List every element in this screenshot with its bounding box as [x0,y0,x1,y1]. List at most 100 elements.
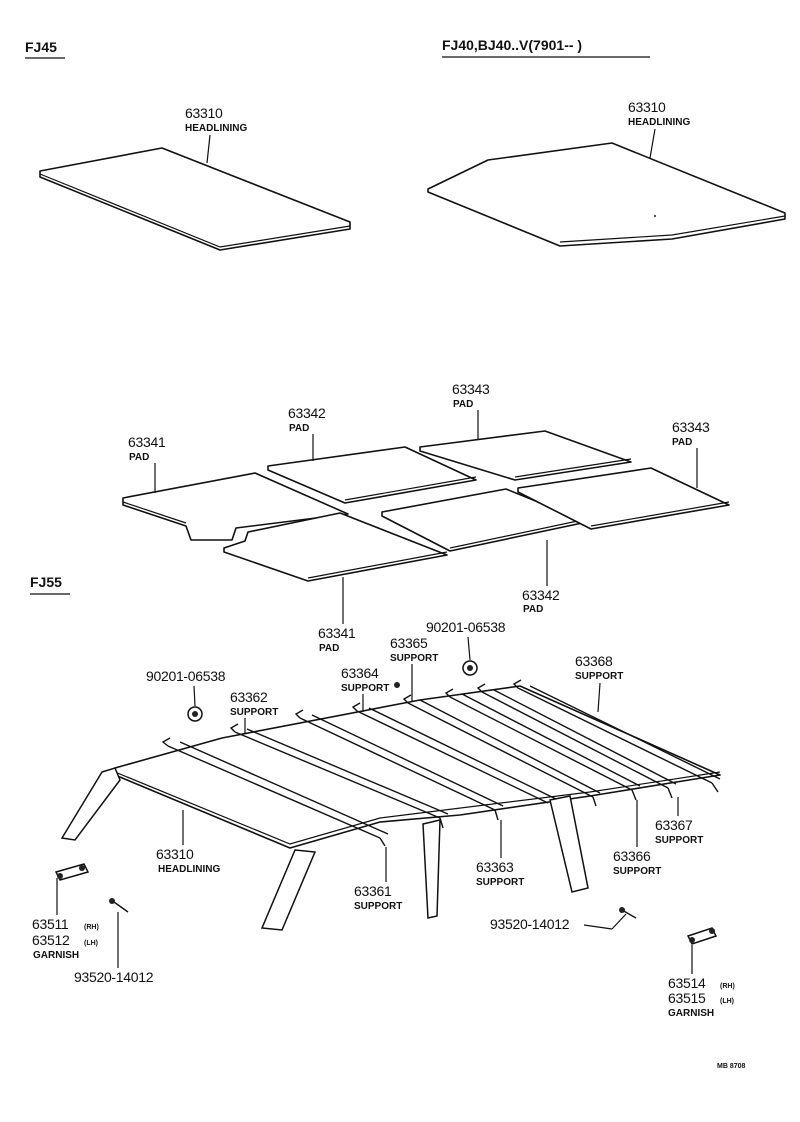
part-number: 63342 [288,405,326,421]
section-label-fj55: FJ55 [30,574,62,590]
part-number-lh: 63512 [32,932,70,948]
pad-63342-lower [381,488,588,552]
part-number: 63366 [613,848,651,864]
part-number: 90201-06538 [426,619,506,635]
callout-support-63364: 63364 SUPPORT [341,665,389,712]
section-label-fj40: FJ40,BJ40..V(7901-- ) [442,37,582,53]
part-name: SUPPORT [476,877,524,888]
headlining-fj45 [39,147,351,251]
part-number: 63367 [655,817,693,833]
part-number: 63341 [318,625,356,641]
rh-label: (RH) [84,924,99,931]
leader-line [649,128,656,159]
part-number: 63361 [354,883,392,899]
callout-pad-63341-left: 63341 PAD [128,434,166,493]
roof-support-bows [161,679,721,847]
part-number: 93520-14012 [74,969,154,985]
part-name: SUPPORT [575,671,623,682]
callout-pad-63343-top: 63343 PAD [452,381,490,440]
callout-pad-63343-right: 63343 PAD [672,419,710,488]
headlining-fj55 [114,685,721,849]
part-number-rh: 63511 [32,916,69,932]
callout-support-63362: 63362 SUPPORT [230,689,278,733]
part-name: PAD [523,604,543,615]
part-number: 63342 [522,587,560,603]
part-number: 63343 [452,381,490,397]
part-number: 63341 [128,434,166,450]
part-number: 63362 [230,689,268,705]
clip-90201-06538-left [187,706,203,722]
clip-small [394,682,400,688]
part-name: SUPPORT [613,866,661,877]
diagram-code: MB 8708 [717,1063,746,1070]
callout-support-63361: 63361 SUPPORT [354,847,402,912]
part-name: SUPPORT [341,683,389,694]
part-name: PAD [672,437,692,448]
part-name: SUPPORT [354,901,402,912]
screw-93520-14012-left [109,898,129,913]
leader-line [206,134,211,164]
lh-label: (LH) [720,998,734,1005]
garnish-63514-63515 [686,927,718,945]
part-name: HEADLINING [628,117,690,128]
part-number: 63310 [185,105,223,121]
section-label-fj45: FJ45 [25,39,57,55]
clip-90201-06538-right [462,660,478,676]
pad-63341-upper [122,472,349,541]
part-name: GARNISH [33,950,79,961]
part-name: PAD [289,423,309,434]
rh-label: (RH) [720,983,735,990]
callout-clip-right: 90201-06538 [426,619,506,661]
part-number-lh: 63515 [668,990,706,1006]
leader-line [467,636,471,661]
part-name: PAD [319,643,339,654]
screw-93520-14012-right [619,907,637,919]
callout-pad-63341-bottom: 63341 PAD [318,577,356,654]
leader-line [611,913,627,930]
part-number: 63365 [390,635,428,651]
pad-63343-right [517,467,730,530]
part-name: SUPPORT [390,653,438,664]
callout-support-63366: 63366 SUPPORT [613,800,661,877]
pad-63341-lower [223,512,448,582]
part-name: SUPPORT [230,707,278,718]
callout-headlining-fj45: 63310 HEADLINING [185,105,247,164]
callout-screw-right: 93520-14012 [490,913,627,932]
callout-screw-left: 93520-14012 [74,912,154,985]
headlining-fj40 [427,142,786,247]
part-number: 63310 [628,99,666,115]
pad-63343-upper [419,430,632,481]
part-number-rh: 63514 [668,975,706,991]
callout-garnish-front: 63511 (RH) 63512 (LH) GARNISH [32,878,99,961]
part-name: HEADLINING [158,864,220,875]
callout-support-63363: 63363 SUPPORT [476,820,524,888]
callout-headlining-fj55: 63310 HEADLINING [156,810,220,875]
callout-support-63367: 63367 SUPPORT [655,797,703,846]
part-name: SUPPORT [655,835,703,846]
part-number: 63368 [575,653,613,669]
lh-label: (LH) [84,940,98,947]
part-number: 63343 [672,419,710,435]
pad-63342-upper [267,446,477,504]
callout-support-63365: 63365 SUPPORT [390,635,438,702]
callout-support-63368: 63368 SUPPORT [575,653,623,713]
part-name: PAD [129,452,149,463]
part-name: HEADLINING [185,123,247,134]
callout-headlining-fj40: 63310 HEADLINING [628,99,690,159]
part-name: PAD [453,399,473,410]
part-number: 63310 [156,846,194,862]
part-number: 93520-14012 [490,916,570,932]
leader-line [583,924,613,930]
garnish-63511-63512 [54,863,90,881]
part-number: 63364 [341,665,379,681]
part-number: 90201-06538 [146,668,226,684]
leader-line [597,682,601,713]
callout-pad-63342-bottom: 63342 PAD [522,540,560,615]
callout-clip-left: 90201-06538 [146,668,226,707]
callout-pad-63342-top: 63342 PAD [288,405,326,461]
callout-garnish-rear: 63514 (RH) 63515 (LH) GARNISH [668,945,735,1019]
part-name: GARNISH [668,1008,714,1019]
roof-pillars [60,767,589,931]
